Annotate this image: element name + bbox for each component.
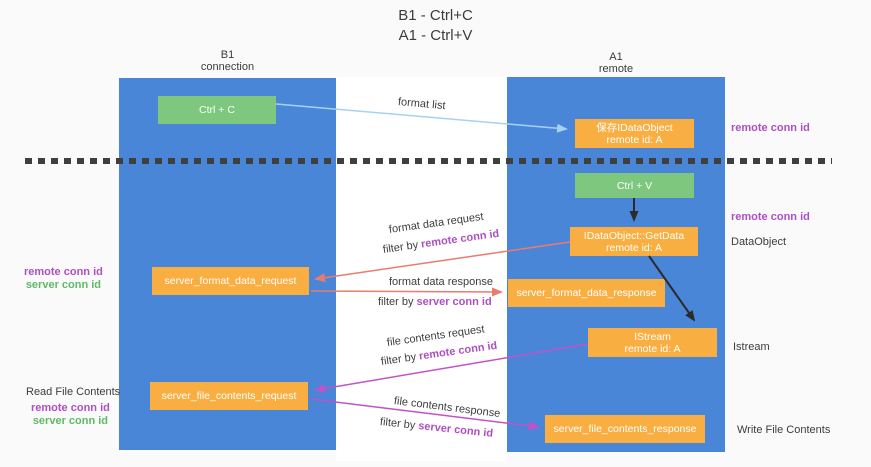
annotation-left-conn-ids: remote conn id server conn id (24, 266, 103, 292)
annotation-remote-conn-id-mid: remote conn id (731, 211, 810, 223)
annotation-left-server-conn-id: server conn id (25, 279, 102, 291)
node-save-idataobject: 保存IDataObject remote id: A (575, 119, 694, 148)
lifeline-b1-role: connection (200, 61, 255, 73)
node-ctrl-v-label: Ctrl + V (616, 179, 653, 192)
diagram-title: B1 - Ctrl+C A1 - Ctrl+V (0, 6, 871, 46)
node-ctrl-c-label: Ctrl + C (199, 104, 235, 116)
node-file-request-label: server_file_contents_request (161, 390, 297, 402)
node-getdata-line1: IDataObject::GetData (583, 229, 685, 242)
lifeline-a1-role: remote (598, 63, 634, 75)
node-server-format-data-response: server_format_data_response (508, 279, 665, 307)
annotation-read-conn-ids: remote conn id server conn id (31, 402, 110, 428)
title-line-1: B1 - Ctrl+C (398, 7, 473, 24)
annotation-left-remote-conn-id: remote conn id (24, 266, 103, 278)
node-istream-line1: IStream (634, 330, 671, 343)
node-istream-line2: remote id: A (624, 342, 681, 355)
node-save-idataobject-line2: remote id: A (606, 133, 663, 146)
annotation-istream: Istream (733, 341, 770, 353)
node-istream: IStream remote id: A (588, 328, 717, 357)
node-server-file-contents-response: server_file_contents_response (545, 415, 705, 443)
lifeline-a1-name: A1 (609, 51, 623, 63)
node-ctrl-c: Ctrl + C (158, 96, 276, 124)
node-getdata-line2: remote id: A (605, 241, 663, 254)
node-format-response-label: server_format_data_response (516, 287, 657, 299)
node-idataobject-getdata: IDataObject::GetData remote id: A (570, 227, 698, 256)
annotation-write-file-contents: Write File Contents (737, 424, 831, 436)
node-server-format-data-request: server_format_data_request (152, 267, 309, 295)
lifeline-header-a1: A1 remote (507, 51, 725, 75)
annotation-read-remote-conn-id: remote conn id (31, 402, 110, 414)
node-format-request-label: server_format_data_request (164, 275, 297, 287)
annotation-dataobject: DataObject (731, 236, 787, 248)
server-conn-id-text: server conn id (416, 296, 492, 308)
machine-boundary-dashed-line (25, 158, 832, 164)
annotation-read-server-conn-id: server conn id (32, 415, 109, 427)
label-format-data-response: format data response (389, 276, 493, 288)
title-line-2: A1 - Ctrl+V (398, 27, 473, 44)
node-ctrl-v: Ctrl + V (575, 173, 694, 198)
lifeline-b1-name: B1 (220, 49, 235, 61)
annotation-read-file-contents: Read File Contents (26, 386, 121, 398)
node-save-idataobject-line1: 保存IDataObject (596, 121, 673, 134)
node-server-file-contents-request: server_file_contents_request (150, 382, 308, 410)
filter-by-prefix: filter by (378, 296, 414, 308)
node-file-response-label: server_file_contents_response (553, 423, 697, 435)
lifeline-header-b1: B1 connection (119, 49, 336, 73)
annotation-remote-conn-id-top: remote conn id (731, 122, 810, 134)
